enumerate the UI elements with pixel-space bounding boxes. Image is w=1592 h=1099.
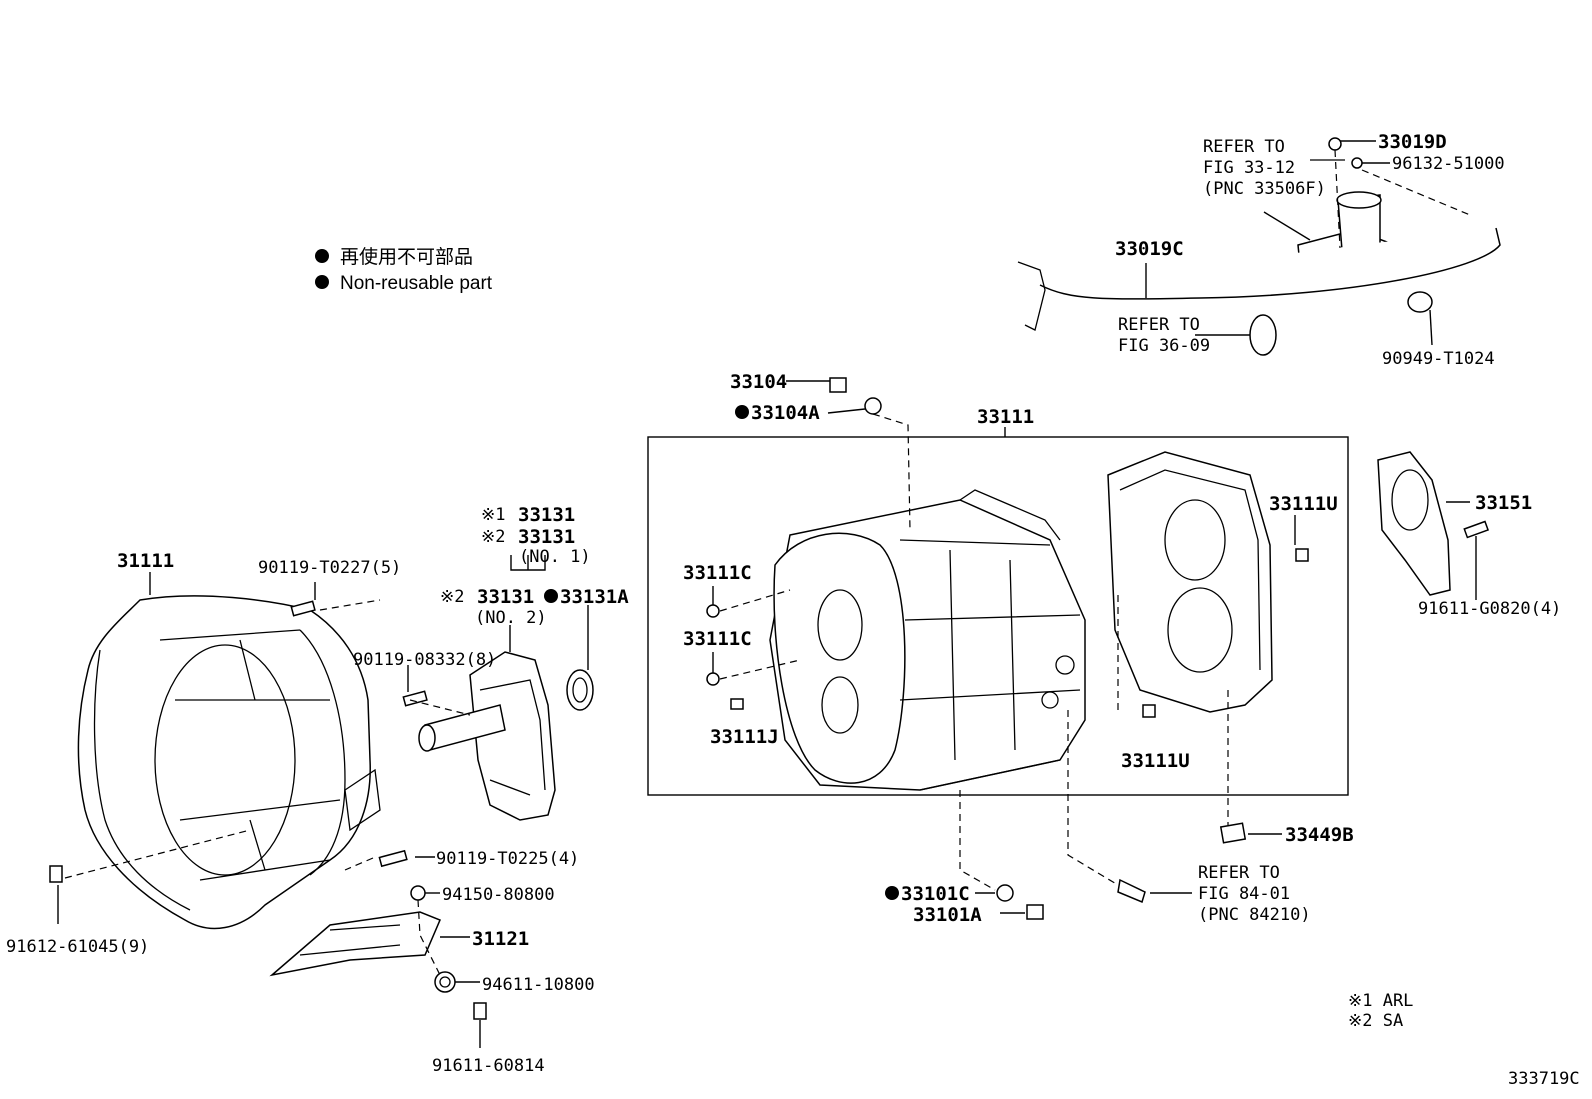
label-33111U-1: 33111U bbox=[1269, 493, 1338, 515]
ref-fig84-line3: (PNC 84210) bbox=[1198, 905, 1311, 925]
label-94150-80800: 94150-80800 bbox=[442, 885, 555, 905]
label-33131-b: 33131 bbox=[477, 586, 534, 608]
label-94611-10800: 94611-10800 bbox=[482, 975, 595, 995]
ref-fig36-line2: FIG 36-09 bbox=[1118, 336, 1210, 356]
intermediate-plate-illustration bbox=[1107, 451, 1273, 713]
assembly-33111-box bbox=[647, 436, 1349, 796]
non-reusable-dot-icon bbox=[315, 249, 329, 263]
ref-fig33-line1: REFER TO bbox=[1203, 137, 1285, 157]
label-33151: 33151 bbox=[1475, 492, 1532, 514]
label-91612-61045: 91612-61045(9) bbox=[6, 937, 149, 957]
transmission-case-illustration bbox=[769, 489, 1086, 791]
label-90119-08332: 90119-08332(8) bbox=[353, 650, 496, 670]
breather-hose-illustration bbox=[1017, 227, 1501, 356]
leader-lines bbox=[57, 140, 1477, 1048]
label-33131-b-mark: ※2 bbox=[440, 587, 464, 607]
label-90119-T0227: 90119-T0227(5) bbox=[258, 558, 401, 578]
label-33131A: 33131A bbox=[560, 586, 629, 608]
legend: 再使用不可部品 Non-reusable part bbox=[315, 246, 493, 294]
non-reusable-dot-icon bbox=[544, 589, 558, 603]
ref-fig84-line2: FIG 84-01 bbox=[1198, 884, 1290, 904]
ref-fig36-line1: REFER TO bbox=[1118, 315, 1200, 335]
label-33131-a1-mark: ※1 bbox=[481, 505, 505, 525]
label-31121: 31121 bbox=[472, 928, 529, 950]
label-33131-no1: (NO. 1) bbox=[519, 547, 591, 567]
non-reusable-dot-icon bbox=[315, 275, 329, 289]
label-33101C: 33101C bbox=[901, 883, 970, 905]
label-33111C-2: 33111C bbox=[683, 628, 752, 650]
ref-fig84-line1: REFER TO bbox=[1198, 863, 1280, 883]
label-33111J: 33111J bbox=[710, 726, 779, 748]
note-arl: ※1 ARL bbox=[1348, 991, 1413, 1011]
dashed-guides bbox=[64, 149, 1471, 976]
label-33449B: 33449B bbox=[1285, 824, 1354, 846]
housing-cover-illustration bbox=[269, 911, 441, 977]
label-33104: 33104 bbox=[730, 371, 787, 393]
ref-fig33-line2: FIG 33-12 bbox=[1203, 158, 1295, 178]
non-reusable-dot-icon bbox=[885, 886, 899, 900]
illustration-id: 333719C bbox=[1508, 1069, 1580, 1089]
legend-jp-label: 再使用不可部品 bbox=[340, 246, 473, 268]
label-33131-a2: 33131 bbox=[518, 526, 575, 548]
label-91611-G0820: 91611-G0820(4) bbox=[1418, 599, 1561, 619]
label-33111C-1: 33111C bbox=[683, 562, 752, 584]
label-90949-T1024: 90949-T1024 bbox=[1382, 349, 1495, 369]
non-reusable-dot-icon bbox=[735, 405, 749, 419]
reference-notes: REFER TO FIG 33-12 (PNC 33506F) REFER TO… bbox=[1118, 137, 1326, 925]
label-96132-51000: 96132-51000 bbox=[1392, 154, 1505, 174]
label-33111: 33111 bbox=[977, 406, 1034, 428]
label-90119-T0225: 90119-T0225(4) bbox=[436, 849, 579, 869]
bearing-retainer-illustration bbox=[418, 651, 594, 821]
part-labels: 31111 90119-T0227(5) 90119-08332(8) 9011… bbox=[6, 131, 1561, 1076]
label-33111U-2: 33111U bbox=[1121, 750, 1190, 772]
footnotes: ※1 ARL ※2 SA 333719C bbox=[1348, 991, 1580, 1089]
clutch-housing-illustration bbox=[77, 595, 381, 930]
label-33131-no2: (NO. 2) bbox=[475, 608, 547, 628]
legend-en-label: Non-reusable part bbox=[340, 273, 493, 294]
label-33019D: 33019D bbox=[1378, 131, 1447, 153]
label-33104A: 33104A bbox=[751, 402, 820, 424]
ref-fig33-line3: (PNC 33506F) bbox=[1203, 179, 1326, 199]
label-31111: 31111 bbox=[117, 550, 174, 572]
rear-cover-illustration bbox=[1377, 451, 1451, 596]
label-33131-a1: 33131 bbox=[518, 504, 575, 526]
label-91611-60814: 91611-60814 bbox=[432, 1056, 545, 1076]
label-33019C: 33019C bbox=[1115, 238, 1184, 260]
label-33131-a2-mark: ※2 bbox=[481, 527, 505, 547]
label-33101A: 33101A bbox=[913, 904, 982, 926]
note-sa: ※2 SA bbox=[1348, 1011, 1403, 1031]
